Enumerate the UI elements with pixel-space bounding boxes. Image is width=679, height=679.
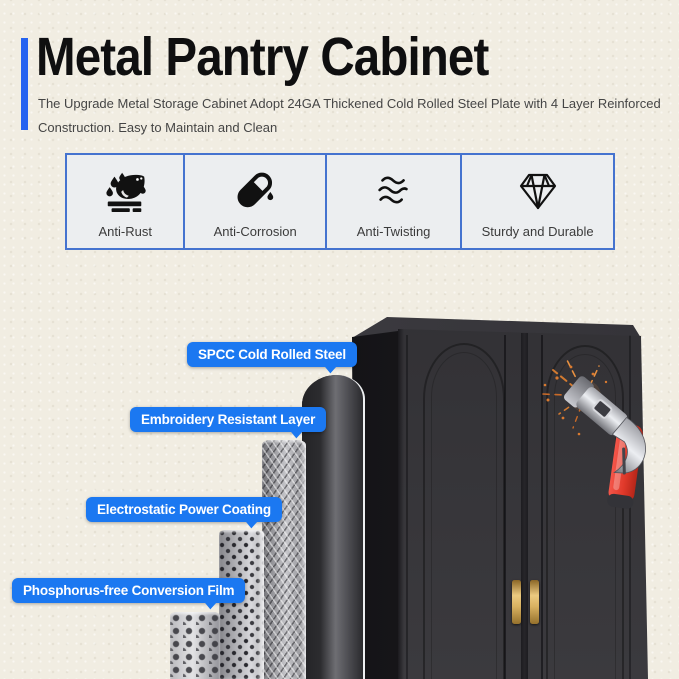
right-door-arch-inner <box>554 354 616 679</box>
feature-anti-twisting: Anti-Twisting <box>327 155 463 248</box>
diamond-icon <box>514 164 562 216</box>
callout-spcc-steel: SPCC Cold Rolled Steel <box>187 342 357 367</box>
hammer <box>563 376 646 509</box>
right-door-arch-outline <box>546 345 624 679</box>
test-tube-pour-icon <box>232 164 278 216</box>
layer-conversion-film <box>170 612 220 679</box>
cabinet-front-edge <box>398 329 404 679</box>
door-gap <box>521 333 528 679</box>
title-accent-bar <box>21 38 28 130</box>
water-drops-icon <box>102 164 148 216</box>
callout-power-coating: Electrostatic Power Coating <box>86 497 282 522</box>
feature-label: Anti-Corrosion <box>213 224 297 239</box>
subtitle-line-1: The Upgrade Metal Storage Cabinet Adopt … <box>38 96 661 111</box>
door-groove <box>406 335 408 679</box>
feature-label: Anti-Twisting <box>356 224 431 239</box>
callout-conversion-film: Phosphorus-free Conversion Film <box>12 578 246 603</box>
door-groove <box>504 335 506 679</box>
feature-anti-rust: Anti-Rust <box>67 155 186 248</box>
feature-label: Sturdy and Durable <box>481 224 594 239</box>
subtitle: The Upgrade Metal Storage Cabinet Adopt … <box>38 92 679 140</box>
feature-sturdy-durable: Sturdy and Durable <box>462 155 613 248</box>
right-door-handle <box>530 580 539 624</box>
left-door-arch-outline <box>423 343 505 679</box>
feature-anti-corrosion: Anti-Corrosion <box>185 155 327 248</box>
subtitle-line-2: Construction. Easy to Maintain and Clean <box>38 120 278 135</box>
layer-diamond-plate <box>262 440 306 679</box>
callout-embroidery-layer: Embroidery Resistant Layer <box>130 407 327 432</box>
door-groove <box>541 335 543 679</box>
page-title: Metal Pantry Cabinet <box>36 27 489 87</box>
feature-label: Anti-Rust <box>98 224 152 239</box>
left-door-arch-inner <box>431 352 497 679</box>
wavy-lines-icon <box>371 164 417 216</box>
feature-strip: Anti-Rust Anti-Corrosion <box>65 153 615 250</box>
layer-perforated-coating <box>219 530 264 679</box>
left-door-handle <box>512 580 521 624</box>
